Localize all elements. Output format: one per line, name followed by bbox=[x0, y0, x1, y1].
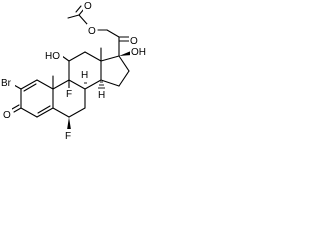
atom-f-9: F bbox=[66, 89, 72, 100]
atom-f-6: F bbox=[65, 131, 71, 142]
bond-c13-c17 bbox=[100, 55, 120, 62]
bond-c1-c2 bbox=[20, 79, 38, 90]
bond-c1-c2-double bbox=[23, 83, 37, 92]
bond-c11-oh bbox=[61, 55, 70, 62]
bond-c12-c13 bbox=[84, 51, 102, 62]
bond-c20-c21 bbox=[106, 29, 120, 38]
bond-c11-c12 bbox=[68, 51, 86, 62]
atom-h-14: H bbox=[98, 90, 105, 101]
bond-c8-c9 bbox=[68, 79, 86, 90]
bond-c10-c1 bbox=[36, 79, 54, 90]
atom-o-ketone: O bbox=[3, 110, 11, 121]
bond-c15-c14 bbox=[100, 79, 120, 87]
wedge-c17-oh bbox=[119, 51, 132, 56]
molecule-diagram: Br O F F HO H H OH O O O bbox=[0, 0, 167, 173]
bond-c6-c7 bbox=[68, 107, 86, 118]
bond-c2-br bbox=[13, 84, 22, 90]
atom-o-ester: O bbox=[88, 26, 96, 37]
atom-o-acetyl: O bbox=[84, 1, 92, 12]
bond-o-ester-c-acetyl bbox=[78, 14, 88, 25]
atom-h-9: H bbox=[81, 70, 88, 81]
bond-c3-o bbox=[13, 107, 22, 113]
bond-acetyl-methyl bbox=[67, 14, 80, 19]
atom-br: Br bbox=[1, 78, 12, 89]
bond-c4-c5-double bbox=[37, 105, 51, 114]
hash-c14-h bbox=[98, 81, 105, 89]
bond-c3-o-double bbox=[11, 104, 20, 110]
atom-ho-11: HO bbox=[45, 51, 60, 62]
steroid-structure: Br O F F HO H H OH O O O bbox=[0, 0, 149, 142]
wedge-c6-f bbox=[67, 117, 71, 130]
bond-c5-c6 bbox=[52, 107, 70, 118]
bond-c3-c4 bbox=[20, 107, 38, 118]
bond-acetyl-o-double bbox=[75, 5, 82, 13]
atom-o-20: O bbox=[130, 36, 138, 47]
bond-c14-c8 bbox=[84, 79, 102, 90]
bond-c16-c15 bbox=[118, 70, 130, 87]
atom-oh-17: OH bbox=[131, 47, 146, 58]
bond-c4-c5 bbox=[36, 107, 54, 118]
bond-c9-c10 bbox=[52, 79, 70, 90]
bond-c17-c16 bbox=[118, 55, 130, 72]
